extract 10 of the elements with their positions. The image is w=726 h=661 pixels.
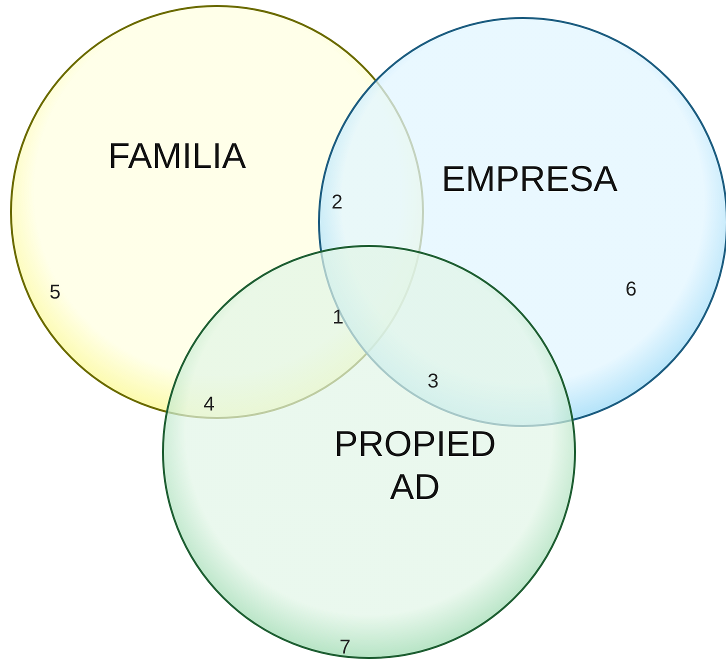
- region-number: 7: [339, 636, 351, 660]
- region-number: 2: [331, 192, 343, 214]
- region-number: 5: [49, 282, 61, 304]
- region-number: 1: [332, 306, 344, 330]
- region-number: 6: [625, 278, 637, 302]
- region-number: 4: [203, 394, 215, 416]
- circle-label: FAMILIA: [106, 134, 248, 178]
- circle-label: EMPRESA: [440, 157, 619, 200]
- circle-label: PROPIED AD: [332, 422, 498, 508]
- region-number: 3: [427, 370, 439, 394]
